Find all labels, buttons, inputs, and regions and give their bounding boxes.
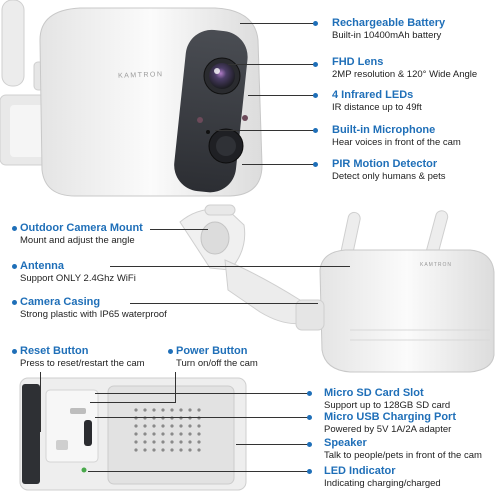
- top-camera-body: [39, 7, 263, 197]
- feature-desc: IR distance up to 49ft: [332, 102, 422, 113]
- callout-dot-usb: [307, 415, 312, 420]
- feature-title: Power Button: [176, 345, 248, 357]
- feature-desc: Hear voices in front of the cam: [332, 137, 461, 148]
- callout-dot-speaker: [307, 442, 312, 447]
- feature-desc: Talk to people/pets in front of the cam: [324, 450, 482, 461]
- callout-line-casing: [130, 303, 318, 304]
- feature-desc: Built-in 10400mAh battery: [332, 30, 442, 41]
- feature-title: Speaker: [324, 437, 367, 449]
- callout-line-sd: [95, 393, 309, 394]
- feature-desc: Support ONLY 2.4Ghz WiFi: [20, 273, 136, 284]
- feature-title: Micro SD Card Slot: [324, 387, 424, 399]
- callout-dot-sd: [307, 391, 312, 396]
- feature-title: Micro USB Charging Port: [324, 411, 457, 423]
- speaker-grill: [134, 408, 201, 452]
- feature-led: LED Indicator Indicating charging/charge…: [324, 465, 441, 490]
- callout-line-mount: [150, 229, 208, 230]
- bottom-camera-underside: [19, 377, 247, 491]
- callout-line-power: [175, 372, 176, 402]
- callout-line-antenna: [110, 266, 350, 267]
- feature-title: PIR Motion Detector: [332, 158, 438, 170]
- led-indicator-dot: [81, 467, 87, 473]
- feature-title: Built-in Microphone: [332, 124, 436, 136]
- feature-battery: Rechargeable Battery Built-in 10400mAh b…: [332, 17, 445, 42]
- callout-line-mic: [215, 130, 315, 131]
- feature-title: 4 Infrared LEDs: [332, 89, 414, 101]
- callout-line-lens: [228, 64, 315, 65]
- feature-antenna: Antenna Support ONLY 2.4Ghz WiFi: [20, 260, 136, 285]
- callout-line-battery: [240, 23, 315, 24]
- mid-camera-mount: [179, 204, 313, 325]
- feature-title: Camera Casing: [20, 296, 101, 308]
- feature-lens: FHD Lens 2MP resolution & 120° Wide Angl…: [332, 56, 477, 81]
- callout-dot-led: [307, 469, 312, 474]
- feature-desc: Mount and adjust the angle: [20, 235, 135, 246]
- callout-dot-lens: [313, 62, 318, 67]
- feature-sd: Micro SD Card Slot Support up to 128GB S…: [324, 387, 450, 412]
- feature-mic: Built-in Microphone Hear voices in front…: [332, 124, 461, 149]
- feature-desc: Powered by 5V 1A/2A adapter: [324, 424, 452, 435]
- feature-title: Antenna: [20, 260, 64, 272]
- feature-desc: 2MP resolution & 120° Wide Angle: [332, 69, 478, 80]
- callout-line-pir: [242, 164, 315, 165]
- feature-speaker: Speaker Talk to people/pets in front of …: [324, 437, 482, 462]
- feature-usb: Micro USB Charging Port Powered by 5V 1A…: [324, 411, 456, 436]
- callout-dot-pir: [313, 162, 318, 167]
- feature-title: Outdoor Camera Mount: [20, 222, 143, 234]
- mid-camera-body: [295, 249, 495, 373]
- feature-desc: Strong plastic with IP65 waterproof: [20, 309, 167, 320]
- callout-line-reset: [40, 372, 41, 432]
- callout-line-leds: [248, 95, 315, 96]
- feature-desc: Press to reset/restart the cam: [20, 358, 145, 369]
- feature-title: LED Indicator: [324, 465, 396, 477]
- callout-line-speaker: [236, 444, 309, 445]
- feature-title: Reset Button: [20, 345, 89, 357]
- callout-line-led: [88, 471, 309, 472]
- feature-desc: Indicating charging/charged: [324, 478, 441, 489]
- feature-mount: Outdoor Camera Mount Mount and adjust th…: [20, 222, 143, 247]
- feature-reset: Reset Button Press to reset/restart the …: [20, 345, 145, 370]
- feature-title: FHD Lens: [332, 56, 384, 68]
- feature-title: Rechargeable Battery: [332, 17, 446, 29]
- feature-power: Power Button Turn on/off the cam: [176, 345, 258, 370]
- callout-dot-battery: [313, 21, 318, 26]
- callout-dot-leds: [313, 93, 318, 98]
- feature-pir: PIR Motion Detector Detect only humans &…: [332, 158, 446, 183]
- callout-dot-mic: [313, 128, 318, 133]
- callout-line-usb: [95, 417, 309, 418]
- feature-casing: Camera Casing Strong plastic with IP65 w…: [20, 296, 167, 321]
- feature-leds: 4 Infrared LEDs IR distance up to 49ft: [332, 89, 422, 114]
- feature-desc: Turn on/off the cam: [176, 358, 258, 369]
- feature-desc: Detect only humans & pets: [332, 171, 446, 182]
- feature-desc: Support up to 128GB SD card: [324, 400, 451, 411]
- brand-logo-side: KAMTRON: [420, 262, 452, 268]
